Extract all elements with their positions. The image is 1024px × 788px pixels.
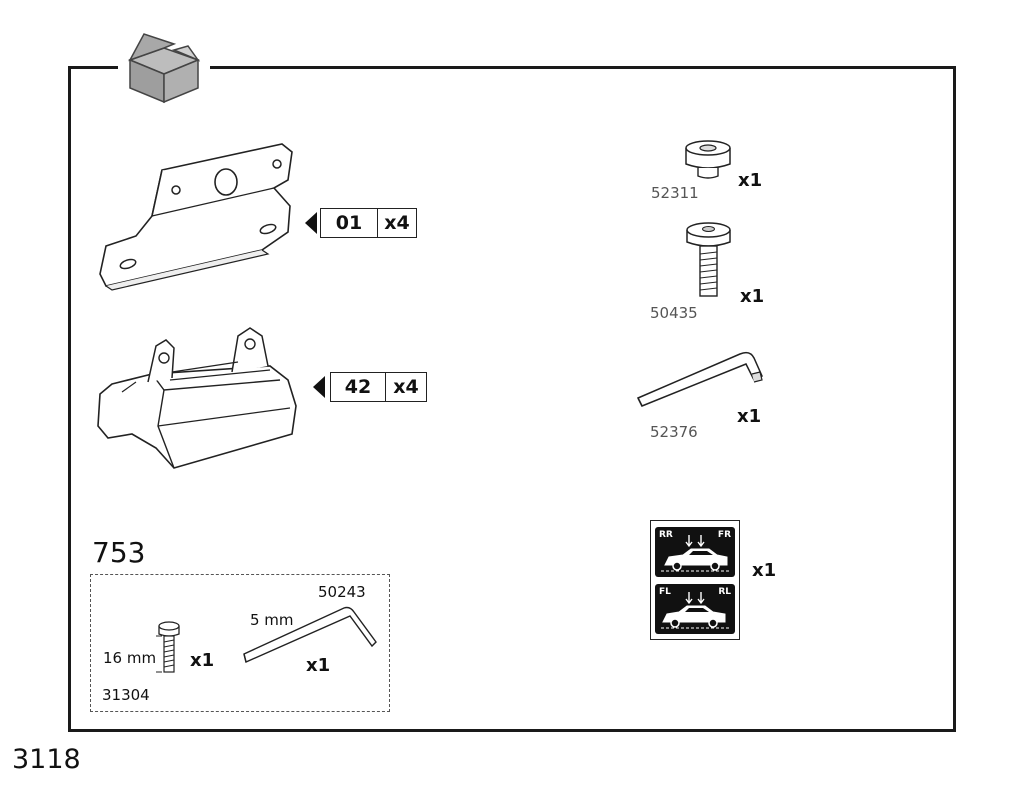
- part-qty: x1: [738, 170, 763, 191]
- hex-key-qty: x1: [306, 655, 331, 676]
- sticker-bottom: FL RL: [655, 584, 735, 634]
- open-box-icon: [127, 33, 201, 104]
- car-icon: [661, 592, 729, 629]
- contents-frame: [68, 66, 956, 732]
- hex-key-illustration: [243, 606, 377, 663]
- part-label-42: 42 x4: [330, 372, 427, 402]
- hex-key-part-number: 50243: [318, 583, 366, 601]
- bracket-illustration: [99, 143, 293, 291]
- bolt-illustration: [686, 222, 731, 297]
- part-qty: x4: [384, 212, 410, 234]
- part-number: 50435: [650, 304, 698, 322]
- spacer-illustration: [685, 140, 731, 179]
- screw-length: 16 mm: [103, 649, 157, 667]
- pointer-arrow-icon: [305, 212, 317, 234]
- torx-key-illustration: [636, 351, 763, 407]
- pointer-arrow-icon: [313, 376, 325, 398]
- kit-box: [90, 574, 390, 712]
- part-number: 52311: [651, 184, 699, 202]
- foot-pad-illustration: [97, 327, 297, 469]
- part-qty: x4: [393, 376, 419, 398]
- part-number: 52376: [650, 423, 698, 441]
- sticker-top: RR FR: [655, 527, 735, 577]
- document-code: 3118: [12, 744, 81, 775]
- sticker-label: FL: [659, 587, 671, 597]
- sticker-label: RL: [718, 587, 731, 597]
- part-qty: x1: [737, 406, 762, 427]
- part-qty: x1: [740, 286, 765, 307]
- hex-key-size: 5 mm: [250, 611, 294, 629]
- position-stickers: RR FR FL RL: [650, 520, 740, 640]
- sticker-label: FR: [717, 530, 731, 540]
- screw-part-number: 31304: [102, 686, 150, 704]
- kit-title: 753: [92, 536, 146, 569]
- part-ref: 42: [331, 373, 386, 401]
- part-qty: x1: [752, 560, 777, 581]
- screw-qty: x1: [190, 650, 215, 671]
- part-label-01: 01 x4: [320, 208, 417, 238]
- car-icon: [661, 535, 729, 572]
- part-ref: 01: [321, 209, 378, 237]
- sticker-label: RR: [659, 530, 673, 540]
- screw-illustration: [156, 621, 180, 673]
